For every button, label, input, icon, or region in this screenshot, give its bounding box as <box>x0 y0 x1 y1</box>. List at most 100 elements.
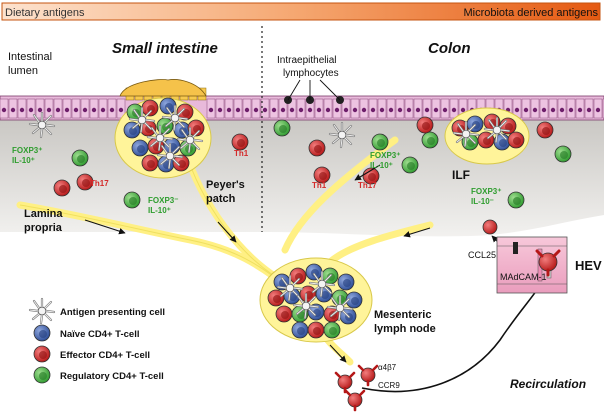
epithelial-nucleus <box>406 107 412 113</box>
epithelial-nucleus <box>424 107 430 113</box>
legend-effector-label: Effector CD4+ T-cell <box>60 350 150 361</box>
epithelial-nucleus <box>19 107 25 113</box>
epithelial-nucleus <box>541 107 547 113</box>
hev-label: HEV <box>575 258 602 273</box>
mln-cell <box>323 321 341 339</box>
epithelial-nucleus <box>379 107 385 113</box>
legend-regulatory-label: Regulatory CD4+ T-cell <box>60 371 164 382</box>
legend-naive-icon <box>33 324 51 342</box>
epithelial-nucleus <box>568 107 574 113</box>
epithelial-nucleus <box>352 107 358 113</box>
epithelial-nucleus <box>1 107 7 113</box>
epithelial-nucleus <box>28 107 34 113</box>
dietary-antigens-label: Dietary antigens <box>5 7 85 19</box>
mln-cell <box>305 263 323 281</box>
iel-pointers <box>287 79 341 101</box>
epithelial-nucleus <box>208 107 214 113</box>
epithelial-nucleus <box>73 107 79 113</box>
peyers-patch-label-2: patch <box>206 193 236 205</box>
intraepithelial-label-1: Intraepithelial <box>277 55 336 66</box>
peyers-patch-cell <box>159 97 177 115</box>
epithelial-nucleus <box>316 107 322 113</box>
epithelial-nucleus <box>235 107 241 113</box>
legend-effector-icon <box>33 345 51 363</box>
foxp3-pos-colon-label-2: IL-10⁺ <box>370 161 393 170</box>
epithelial-nucleus <box>334 107 340 113</box>
th17-si-label: Th17 <box>90 179 109 188</box>
th1-si-label: Th1 <box>234 149 249 158</box>
mln-cell <box>275 305 293 323</box>
epithelial-nucleus <box>325 107 331 113</box>
epithelial-nucleus <box>10 107 16 113</box>
epithelial-nucleus <box>109 107 115 113</box>
epithelial-nucleus <box>388 107 394 113</box>
lamina-propria-cell <box>53 179 71 197</box>
epithelial-nucleus <box>289 107 295 113</box>
epithelial-nucleus <box>37 107 43 113</box>
lamina-propria-cell <box>123 191 141 209</box>
epithelial-nucleus <box>523 107 529 113</box>
peyers-patch-cell <box>131 139 149 157</box>
lamina-propria-cell <box>231 133 249 151</box>
epithelial-nucleus <box>550 107 556 113</box>
th17-colon-label: Th17 <box>358 181 377 190</box>
legend-apc-label: Antigen presenting cell <box>60 307 165 318</box>
lamina-propria-cell <box>421 131 439 149</box>
epithelial-nucleus <box>253 107 259 113</box>
legend-apc-icon <box>28 297 56 325</box>
mln-cell <box>291 321 309 339</box>
lamina-propria-cell <box>416 116 434 134</box>
hev-effector-cell <box>535 249 561 277</box>
mln-cell <box>337 273 355 291</box>
foxp3-pos-label-2: IL-10⁺ <box>12 156 35 165</box>
epithelial-nucleus <box>262 107 268 113</box>
lamina-propria-cell <box>401 156 419 174</box>
legend-naive-label: Naïve CD4+ T-cell <box>60 329 139 340</box>
epithelial-nucleus <box>280 107 286 113</box>
epithelial-nucleus <box>451 107 457 113</box>
flow-arrows <box>84 164 546 393</box>
antigen-gradient-banner: Dietary antigens Microbiota derived anti… <box>1 2 601 21</box>
epithelial-nucleus <box>55 107 61 113</box>
lamina-propria-cell <box>507 191 525 209</box>
peyers-patch-cell <box>141 154 159 172</box>
epithelial-nucleus <box>433 107 439 113</box>
lamina-propria-cell <box>536 121 554 139</box>
lamina-propria-label-1: Lamina <box>24 208 63 220</box>
epithelial-nucleus <box>46 107 52 113</box>
microbiota-antigens-label: Microbiota derived antigens <box>463 7 598 19</box>
lamina-propria-cell <box>371 133 389 151</box>
foxp3-neg-label-1: FOXP3⁻ <box>148 196 178 205</box>
epithelial-nucleus <box>577 107 583 113</box>
recirculation-label: Recirculation <box>510 377 586 391</box>
epithelial-nucleus <box>100 107 106 113</box>
legend-regulatory-icon <box>33 366 51 384</box>
mesenteric-label-2: lymph node <box>374 323 436 335</box>
epithelial-nucleus <box>361 107 367 113</box>
epithelial-nucleus <box>226 107 232 113</box>
epithelial-nucleus <box>118 107 124 113</box>
lamina-propria-label-2: propria <box>24 222 63 234</box>
lamina-propria-cell <box>71 149 89 167</box>
epithelial-nucleus <box>532 107 538 113</box>
ilf-label: ILF <box>452 168 470 182</box>
epithelial-nucleus <box>397 107 403 113</box>
mln-cell <box>289 267 307 285</box>
epithelial-nucleus <box>64 107 70 113</box>
epithelium <box>0 79 604 121</box>
intestinal-lumen-label-2: lumen <box>8 65 38 77</box>
lamina-propria-cell <box>273 119 291 137</box>
foxp3-pos-colon2-label-1: FOXP3⁺ <box>471 187 501 196</box>
colon-title: Colon <box>428 40 471 57</box>
lamina-propria-cell <box>308 139 326 157</box>
epithelial-nucleus <box>370 107 376 113</box>
mln-cell <box>267 289 285 307</box>
madcam-label: MAdCAM-1 <box>500 272 547 282</box>
epithelial-nucleus <box>307 107 313 113</box>
ccl25-label: CCL25 <box>468 250 496 260</box>
lamina-propria-cell <box>554 145 572 163</box>
foxp3-pos-label-1: FOXP3⁺ <box>12 146 42 155</box>
homing-cells <box>334 219 498 412</box>
a4b7-label: α4β7 <box>378 363 397 372</box>
